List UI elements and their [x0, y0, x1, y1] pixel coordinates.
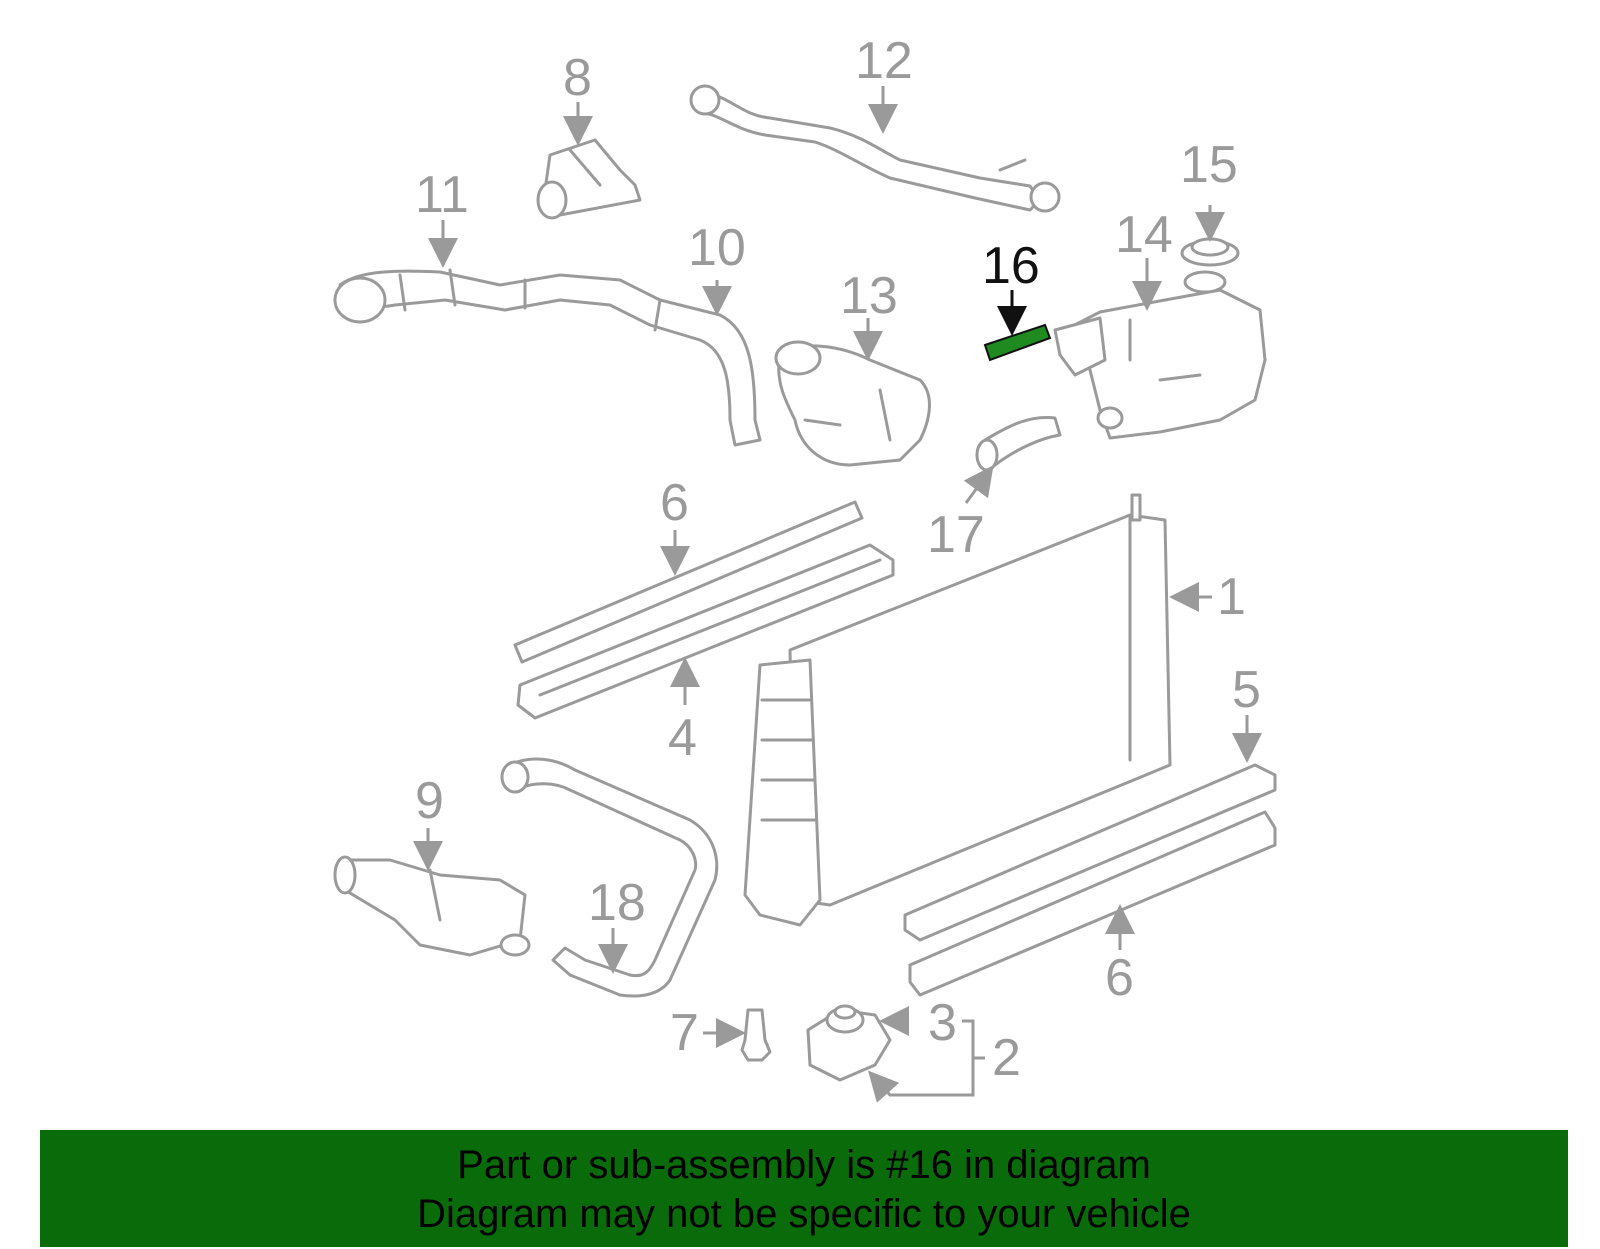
part-13-hose[interactable]: [774, 340, 931, 467]
part-15-cap[interactable]: [1180, 237, 1240, 267]
part-12-pipe[interactable]: [689, 84, 1061, 213]
callout-1: 1: [1217, 568, 1246, 626]
part-6-lower-seal[interactable]: [908, 810, 1277, 997]
callout-11: 11: [415, 166, 469, 224]
callout-4: 4: [668, 709, 697, 767]
callout-5: 5: [1232, 661, 1261, 719]
callout-10: 10: [688, 219, 746, 277]
callout-16-highlighted: 16: [982, 237, 1040, 295]
callout-12: 12: [855, 32, 913, 90]
callout-14: 14: [1115, 206, 1173, 264]
banner-line-part: Part or sub-assembly is #16 in diagram: [457, 1143, 1151, 1187]
part-5-lower-seal[interactable]: [903, 763, 1277, 942]
banner-line-disclaimer: Diagram may not be specific to your vehi…: [417, 1192, 1191, 1236]
part-7-drain-plug[interactable]: [740, 1008, 772, 1062]
callout-7: 7: [670, 1004, 699, 1062]
callout-6-upper: 6: [660, 474, 689, 532]
callout-9: 9: [415, 772, 444, 830]
callout-13: 13: [840, 267, 898, 325]
leader-lines: [413, 86, 1262, 1103]
part-4-seal-channel[interactable]: [516, 543, 895, 720]
part-10-11-hose[interactable]: [333, 268, 762, 447]
parts-diagram: 12 8 11 10 13 14 15 16 17 6 1 4 5 6 9 18…: [333, 32, 1277, 1103]
part-16-hose-highlighted[interactable]: [983, 323, 1052, 362]
part-14-reservoir[interactable]: [1053, 270, 1267, 440]
part-17-hose[interactable]: [975, 415, 1062, 472]
part-9-water-outlet[interactable]: [333, 855, 531, 957]
callout-17: 17: [927, 506, 985, 564]
part-18-lower-hose[interactable]: [500, 757, 719, 998]
callout-6-lower: 6: [1105, 949, 1134, 1007]
callout-3: 3: [928, 994, 957, 1052]
info-banner: Part or sub-assembly is #16 in diagram D…: [40, 1130, 1568, 1247]
callout-2: 2: [992, 1029, 1021, 1087]
callout-15: 15: [1180, 136, 1238, 194]
part-8-hose-elbow[interactable]: [536, 138, 642, 220]
callout-18: 18: [588, 874, 646, 932]
callout-8: 8: [563, 49, 592, 107]
part-2-3-mount[interactable]: [806, 1004, 892, 1082]
part-6-upper-seal[interactable]: [513, 500, 864, 664]
part-1-radiator[interactable]: [743, 493, 1172, 927]
callout-labels: 12 8 11 10 13 14 15 16 17 6 1 4 5 6 9 18…: [415, 32, 1261, 1087]
